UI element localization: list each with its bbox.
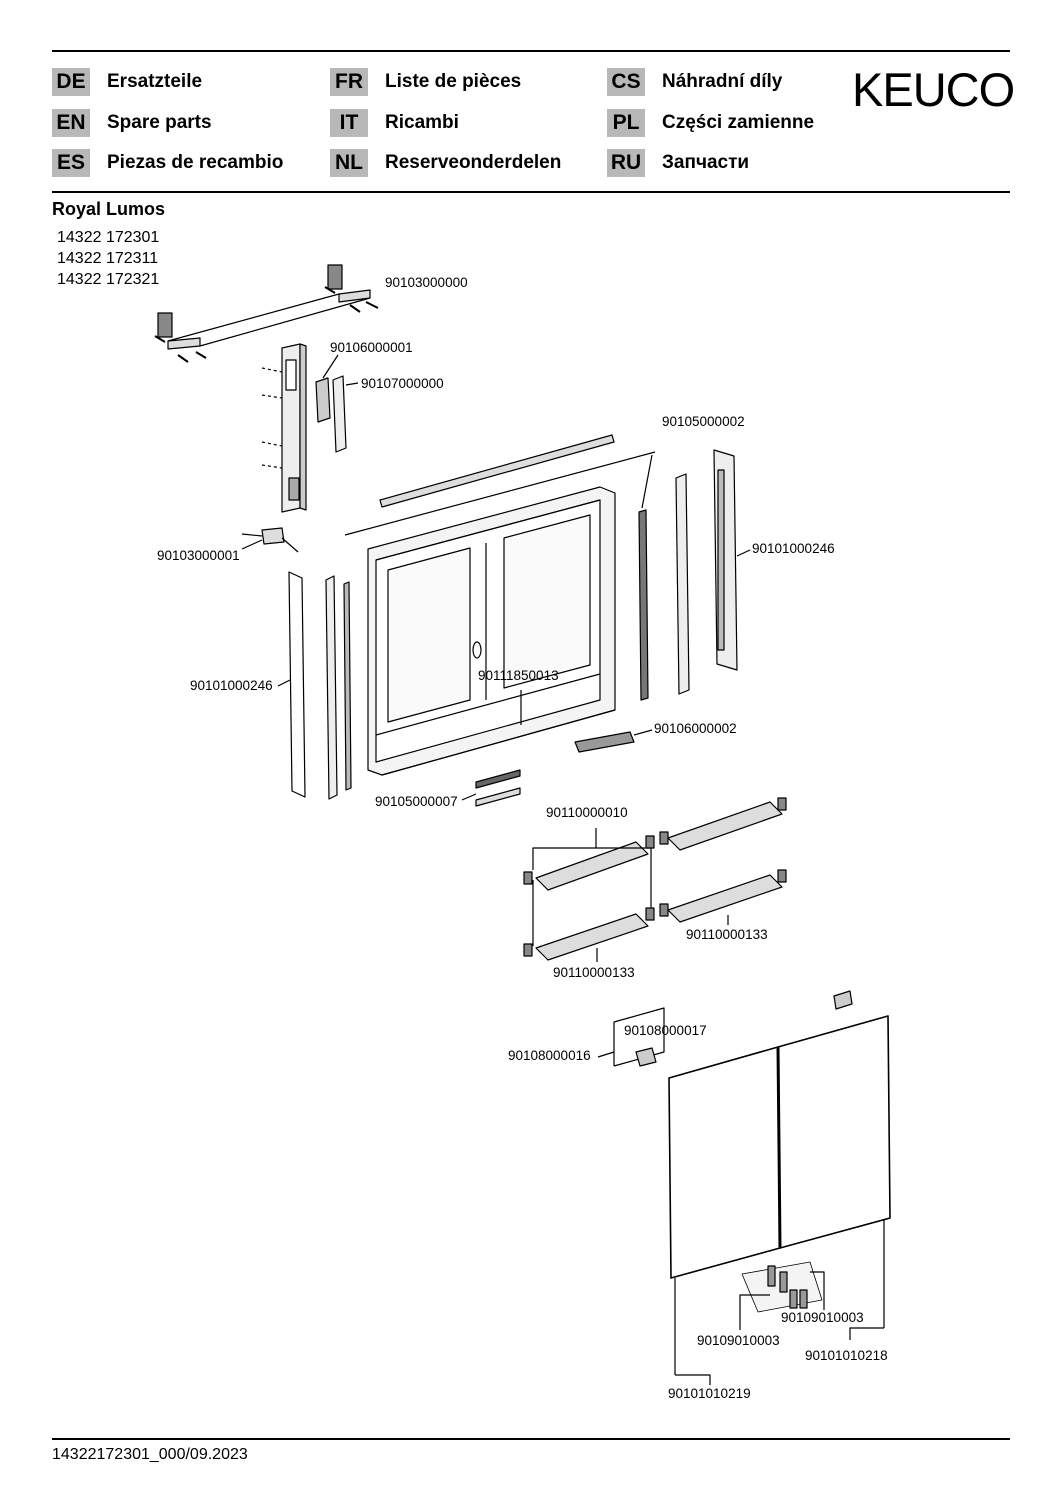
lang-row-it: IT Ricambi — [330, 108, 459, 138]
part-number: 90111850013 — [478, 668, 559, 683]
lang-row-cs: CS Náhradní díly — [607, 67, 782, 97]
part-number: 90107000000 — [361, 376, 444, 391]
lang-code: IT — [330, 109, 368, 137]
top-brackets-part — [154, 264, 379, 363]
lang-row-nl: NL Reserveonderdelen — [330, 148, 561, 178]
lang-code: NL — [330, 149, 368, 177]
lang-label: Náhradní díly — [662, 71, 783, 92]
lang-label: Części zamienne — [662, 112, 815, 133]
lang-label: Reserveonderdelen — [385, 152, 562, 173]
doors-part — [668, 1015, 891, 1385]
top-light-strip-part — [379, 434, 615, 508]
lang-code: EN — [52, 109, 90, 137]
part-number: 90109010003 — [697, 1333, 780, 1348]
part-number: 90110000010 — [546, 805, 628, 820]
lang-row-de: DE Ersatzteile — [52, 67, 202, 97]
cover-part — [332, 375, 359, 453]
lang-label: Piezas de recambio — [107, 152, 284, 173]
top-rule — [52, 50, 1010, 52]
part-number: 90108000016 — [508, 1048, 591, 1063]
footer-rule — [52, 1438, 1010, 1440]
part-number: 90105000002 — [662, 414, 745, 429]
bottom-strip-part — [461, 769, 521, 807]
part-number: 90101010218 — [805, 1348, 888, 1363]
part-number: 90103000000 — [385, 275, 468, 290]
lang-label: Spare parts — [107, 112, 212, 133]
lang-row-fr: FR Liste de pièces — [330, 67, 521, 97]
part-number: 90105000007 — [375, 794, 458, 809]
part-number: 90106000001 — [330, 340, 413, 355]
part-number: 90106000002 — [654, 721, 737, 736]
part-number: 90110000133 — [686, 927, 768, 942]
document-id: 14322172301_000/09.2023 — [52, 1446, 248, 1463]
part-number: 90101010219 — [668, 1386, 751, 1401]
model-number: 14322 172301 — [57, 229, 160, 246]
lang-row-en: EN Spare parts — [52, 108, 212, 138]
socket-module-part — [574, 729, 653, 753]
lang-row-pl: PL Części zamienne — [607, 108, 814, 138]
lang-row-ru: RU Запчасти — [607, 148, 749, 178]
lang-code: ES — [52, 149, 90, 177]
lang-label: Liste de pièces — [385, 71, 522, 92]
product-title: Royal Lumos — [52, 199, 166, 219]
shelves-part — [523, 797, 787, 962]
part-number: 90101000246 — [752, 541, 835, 556]
vertical-light-strip-part — [344, 451, 656, 701]
part-number: 90101000246 — [190, 678, 273, 693]
part-number: 90110000133 — [553, 965, 635, 980]
part-number: 90103000001 — [157, 548, 240, 563]
model-number: 14322 172311 — [57, 250, 159, 267]
small-bracket-part — [241, 527, 299, 553]
brand-logo: KEUCO — [852, 63, 1015, 116]
lang-code: DE — [52, 68, 90, 96]
lang-row-es: ES Piezas de recambio — [52, 148, 283, 178]
header-bottom-rule — [52, 191, 1010, 193]
electronics-unit-part — [261, 343, 339, 513]
hinges-part — [739, 1261, 825, 1330]
magnet-catch-part — [597, 990, 853, 1067]
cabinet-body-part — [367, 486, 616, 776]
lang-code: CS — [607, 68, 645, 96]
model-number: 14322 172321 — [57, 271, 160, 288]
left-side-panel-part — [277, 571, 352, 800]
lang-code: RU — [607, 149, 645, 177]
lang-label: Ersatzteile — [107, 71, 203, 92]
lang-code: PL — [607, 109, 645, 137]
part-number: 90108000017 — [624, 1023, 707, 1038]
right-side-panel-part — [675, 449, 751, 695]
lang-label: Запчасти — [662, 152, 750, 173]
lang-label: Ricambi — [385, 112, 459, 133]
lang-code: FR — [330, 68, 368, 96]
part-number: 90109010003 — [781, 1310, 864, 1325]
